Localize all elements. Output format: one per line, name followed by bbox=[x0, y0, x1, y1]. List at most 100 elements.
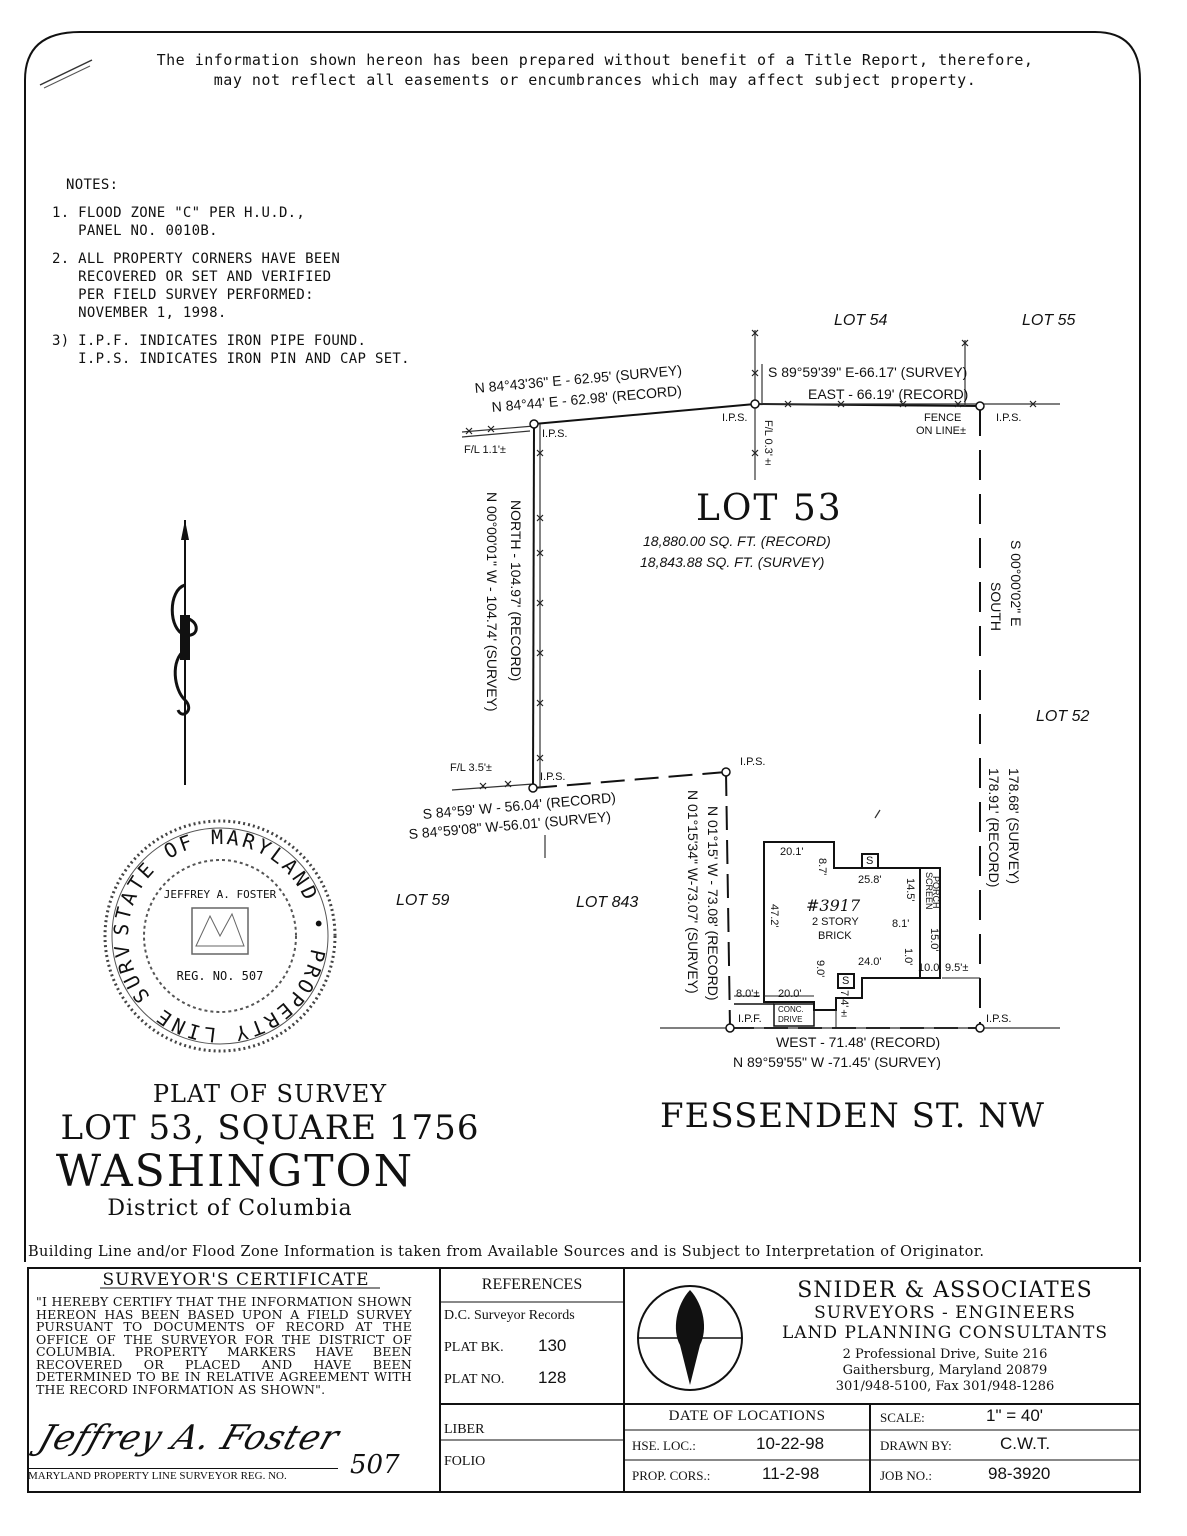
dim-10-0: 10.0 bbox=[918, 962, 940, 974]
right-record-distance: 178.91' (RECORD) bbox=[986, 768, 1002, 888]
reg-label: MARYLAND PROPERTY LINE SURVEYOR REG. NO. bbox=[28, 1468, 338, 1482]
dim-25-8: 25.8' bbox=[858, 874, 882, 886]
hse-loc-label: HSE. LOC.: bbox=[632, 1438, 696, 1453]
corner-marker bbox=[725, 1023, 735, 1033]
corner-marker bbox=[529, 419, 539, 429]
lot-title: LOT 53 bbox=[696, 488, 843, 529]
seal-reg: REG. NO. 507 bbox=[177, 969, 264, 983]
lot-54-label: LOT 54 bbox=[834, 312, 888, 329]
references-heading: REFERENCES bbox=[481, 1276, 583, 1293]
right-bearing: S 00°00'02" E bbox=[1008, 540, 1024, 627]
stoop-top bbox=[861, 853, 879, 869]
firm-logo-icon bbox=[637, 1285, 743, 1391]
scale-value: 1" = 40' bbox=[986, 1406, 1044, 1425]
plat-title: PLAT OF SURVEY LOT 53, SQUARE 1756 WASHI… bbox=[30, 1080, 510, 1221]
notes-heading: NOTES: bbox=[66, 177, 119, 193]
dim-14-5: 14.5' bbox=[904, 878, 916, 902]
lot-52-label: LOT 52 bbox=[1036, 708, 1090, 725]
note-2: 2. ALL PROPERTY CORNERS HAVE BEEN bbox=[52, 251, 341, 267]
corner-marker bbox=[975, 1023, 985, 1033]
corner-marker bbox=[750, 399, 760, 409]
firm-line-2: LAND PLANNING CONSULTANTS bbox=[781, 1323, 1109, 1343]
ips-label: I.P.S. bbox=[542, 428, 568, 440]
drawn-by-label: DRAWN BY: bbox=[880, 1438, 952, 1453]
dim-7-4: 7.4'± bbox=[838, 990, 850, 1020]
conc-drive bbox=[773, 1003, 815, 1027]
job-no-value: 98-3920 bbox=[988, 1464, 1051, 1483]
conc-drive-label-2: DRIVE bbox=[778, 1015, 803, 1024]
dim-15-0: 15.0' bbox=[928, 928, 940, 952]
note-3: 3) I.P.F. INDICATES IRON PIPE FOUND. bbox=[52, 333, 367, 349]
screen-porch bbox=[919, 867, 941, 979]
plat-no-value: 128 bbox=[538, 1368, 567, 1387]
note-2-date: NOVEMBER 1, 1998. bbox=[52, 305, 227, 321]
title-line-3: WASHINGTON bbox=[55, 1146, 415, 1197]
house-outline bbox=[763, 841, 921, 1011]
fence-label: FENCE bbox=[924, 412, 962, 424]
plat-bk-value: 130 bbox=[538, 1336, 567, 1355]
scale-label: SCALE: bbox=[880, 1410, 925, 1425]
note-1-cont: PANEL NO. 0010B. bbox=[52, 223, 218, 239]
ips-label: I.P.S. bbox=[996, 412, 1022, 424]
house-type: 2 STORY bbox=[812, 916, 859, 928]
plat-bk-label: PLAT BK. bbox=[444, 1340, 504, 1355]
folio-label: FOLIO bbox=[444, 1454, 486, 1469]
dim-20-1: 20.1' bbox=[780, 846, 804, 858]
job-no-label: JOB NO.: bbox=[880, 1468, 933, 1483]
inner-record-bearing: N 01°15' W - 73.08' (RECORD) bbox=[705, 806, 721, 1001]
dim-47-2: 47.2' bbox=[768, 904, 780, 928]
ips-label: I.P.S. bbox=[986, 1013, 1012, 1025]
certificate-heading: SURVEYOR'S CERTIFICATE bbox=[102, 1270, 370, 1290]
drawn-by-value: C.W.T. bbox=[1000, 1434, 1051, 1453]
reg-number: 507 bbox=[350, 1450, 400, 1480]
boundary-line-left bbox=[532, 423, 535, 789]
surveyor-certificate: SURVEYOR'S CERTIFICATE "I HEREBY CERTIFY… bbox=[36, 1270, 436, 1396]
inner-survey-bearing: N 01°15'34" W-73.07' (SURVEY) bbox=[685, 790, 701, 994]
top-right-record-bearing: EAST - 66.19' (RECORD) bbox=[808, 386, 969, 402]
top-right-survey-bearing: S 89°59'39" E-66.17' (SURVEY) bbox=[768, 364, 968, 380]
note-2-cont: PER FIELD SURVEY PERFORMED: bbox=[52, 287, 314, 303]
dim-24-0: 24.0' bbox=[858, 956, 882, 968]
dim-8-0: 8.0'± bbox=[736, 988, 760, 1000]
plat-no-label: PLAT NO. bbox=[444, 1372, 505, 1387]
north-arrow-icon bbox=[170, 520, 198, 785]
title-report-disclaimer: The information shown hereon has been pr… bbox=[120, 50, 1070, 90]
dim-1-0: 1.0' bbox=[902, 948, 914, 966]
note-1: 1. FLOOD ZONE "C" PER H.U.D., bbox=[52, 205, 306, 221]
screen-porch-label: SCREEN bbox=[924, 872, 934, 910]
bottom-record-bearing: WEST - 71.48' (RECORD) bbox=[776, 1034, 941, 1050]
firm-address-2: Gaithersburg, Maryland 20879 bbox=[842, 1363, 1048, 1378]
left-survey-bearing: N 00°00'01" W - 104.74' (SURVEY) bbox=[484, 492, 500, 712]
dim-9-5: 9.5'± bbox=[945, 962, 969, 974]
stoop-label: S bbox=[842, 975, 850, 987]
note-2-cont: RECOVERED OR SET AND VERIFIED bbox=[52, 269, 332, 285]
fence-label-2: ON LINE± bbox=[916, 425, 967, 437]
surveyor-seal-icon: STATE OF MARYLAND • PROPERTY LINE SURVEY… bbox=[100, 816, 337, 1053]
street-name: FESSENDEN ST. NW bbox=[660, 1096, 1045, 1136]
disclaimer-line-1: The information shown hereon has been pr… bbox=[156, 51, 1034, 69]
hse-loc-date: 10-22-98 bbox=[756, 1434, 825, 1453]
dim-8-1: 8.1' bbox=[892, 918, 910, 930]
title-line-2: LOT 53, SQUARE 1756 bbox=[60, 1108, 480, 1148]
lot-843-label: LOT 843 bbox=[576, 894, 639, 911]
liber-label: LIBER bbox=[444, 1422, 485, 1437]
notes-block: NOTES: 1. FLOOD ZONE "C" PER H.U.D., PAN… bbox=[52, 176, 410, 368]
dates-heading: DATE OF LOCATIONS bbox=[668, 1408, 826, 1424]
firm-address-3: 301/948-5100, Fax 301/948-1286 bbox=[835, 1379, 1055, 1394]
firm-name: SNIDER & ASSOCIATES bbox=[797, 1278, 1093, 1303]
area-survey: 18,843.88 SQ. FT. (SURVEY) bbox=[640, 554, 825, 570]
firm-block: SNIDER & ASSOCIATES SURVEYORS - ENGINEER… bbox=[750, 1278, 1140, 1395]
note-3-cont: I.P.S. INDICATES IRON PIN AND CAP SET. bbox=[52, 351, 410, 367]
dim-20-0: 20.0' bbox=[778, 988, 802, 1000]
right-survey-distance: 178.68' (SURVEY) bbox=[1006, 768, 1022, 885]
fl-top-label: F/L 1.1'± bbox=[464, 444, 506, 456]
screen-porch-label-2: PORCH bbox=[931, 876, 941, 909]
corner-marker bbox=[975, 401, 985, 411]
corner-marker bbox=[721, 767, 731, 777]
ips-label: I.P.S. bbox=[540, 771, 566, 783]
boundary-line-top-left bbox=[533, 403, 756, 425]
bottom-survey-bearing: N 89°59'55" W -71.45' (SURVEY) bbox=[733, 1054, 941, 1070]
lot-55-label: LOT 55 bbox=[1022, 312, 1076, 329]
